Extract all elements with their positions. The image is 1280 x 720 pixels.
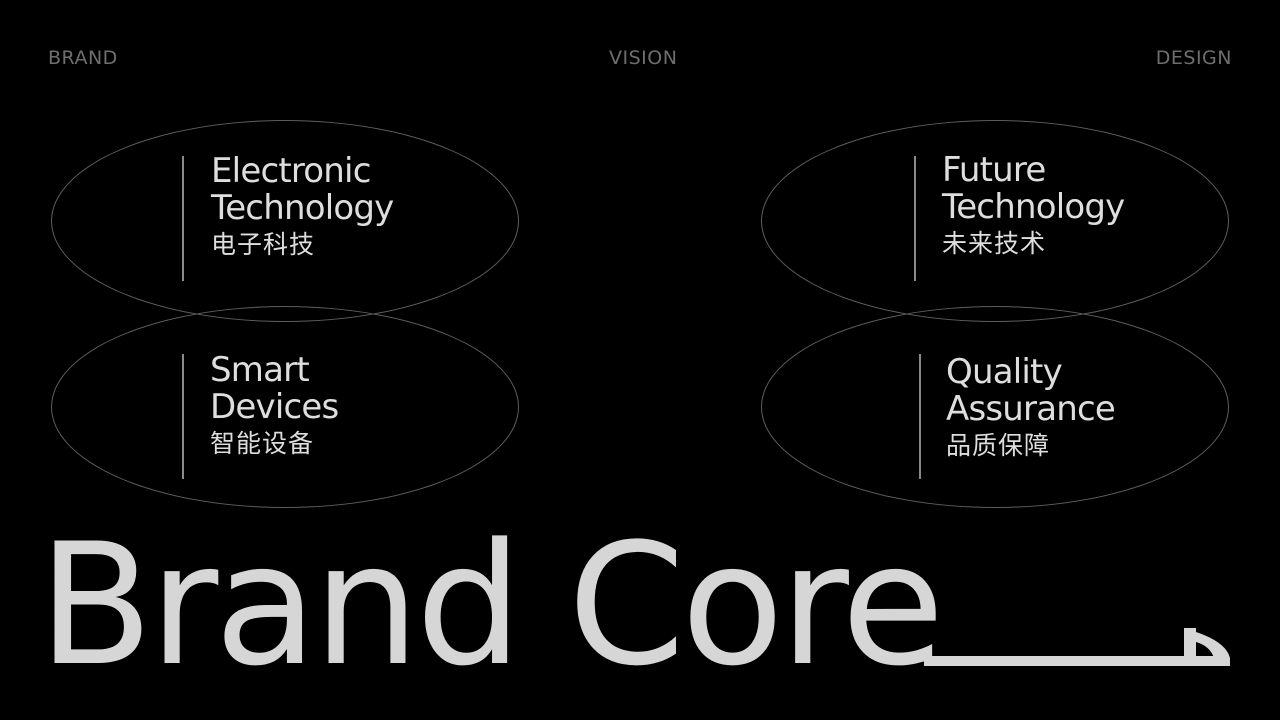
header-brand-label: BRAND xyxy=(48,47,118,69)
card-title-line1: Future xyxy=(942,150,1046,190)
headline-brand-core: Brand Core xyxy=(38,507,945,703)
header-design-label: DESIGN xyxy=(1155,47,1232,69)
card-title-line2: Assurance xyxy=(946,389,1116,429)
card-divider-smart xyxy=(182,354,184,479)
card-title-line2: Technology xyxy=(942,187,1125,227)
card-divider-electronic xyxy=(182,156,184,281)
header-vision-label: VISION xyxy=(609,47,678,69)
card-chinese-label: 未来技术 xyxy=(942,229,1047,258)
card-smart-devices: Smart Devices 智能设备 xyxy=(210,350,339,460)
card-chinese-label: 电子科技 xyxy=(211,230,316,259)
bracket-mark-icon xyxy=(924,628,1230,666)
card-future-technology: Future Technology 未来技术 xyxy=(942,150,1125,260)
card-divider-quality xyxy=(919,354,921,479)
card-quality-assurance: Quality Assurance 品质保障 xyxy=(946,352,1116,462)
card-title-line1: Quality xyxy=(946,352,1063,392)
ellipse-outline-bottom-left xyxy=(51,306,519,508)
card-electronic-technology: Electronic Technology 电子科技 xyxy=(211,151,394,261)
card-chinese-label: 智能设备 xyxy=(210,429,315,458)
ellipse-outline-bottom-right xyxy=(761,306,1229,508)
card-divider-future xyxy=(914,156,916,281)
card-title-line1: Smart xyxy=(210,350,310,390)
card-title-line1: Electronic xyxy=(211,151,371,191)
card-title-line2: Devices xyxy=(210,387,339,427)
card-title-line2: Technology xyxy=(211,188,394,228)
card-chinese-label: 品质保障 xyxy=(946,431,1051,460)
